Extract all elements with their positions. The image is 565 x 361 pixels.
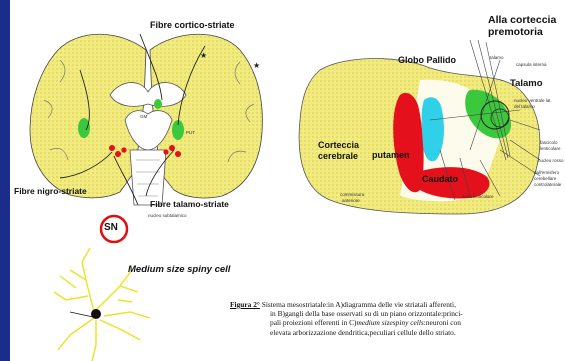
label-nucleo-ventrale-1: nucleo ventrale lat. [514,98,552,103]
label-nucleo-rosso: nucleo rosso [538,158,564,163]
label-commissura-1: commissura [340,192,364,197]
label-premotoria: premotoria [488,26,543,38]
label-fascicolo-1: fascicolo [540,140,558,145]
label-nucleo-ventrale-2: del talamo [514,104,535,109]
caption-line-4: elevata arborizzazione dendritica,peculi… [230,328,530,337]
label-dall-emisfero-3: controlaterale [534,182,561,187]
center-caudate-green [154,99,162,109]
label-fibre-cortico-striate: Fibre cortico-striate [150,20,235,30]
caption-line-3: pali proiezioni efferenti in C)medium si… [230,318,530,327]
label-put: PUT [186,130,195,135]
figure-caption: Figura 2° Sistema mesostriatale:in A)dia… [230,300,530,337]
label-dall-emisfero-2: cerebellare [534,176,556,181]
label-dall-emisfero-1: dall'emisfero [534,170,559,175]
label-capsula-interna: capsula interna [516,62,547,67]
label-fascicolo-2: lenticolare [540,146,561,151]
label-corteccia: Corteccia [318,140,359,150]
label-commissura-2: anteriore [342,198,360,203]
label-alla-corteccia: Alla corteccia [488,14,556,26]
caption-figure-label: Figura 2° [230,300,260,309]
left-caudate-green [78,118,90,138]
label-fibre-talamo-striate: Fibre talamo-striate [150,199,229,209]
label-talamo: Talamo [510,78,543,89]
label-talamo-small: talamo [490,55,504,60]
label-gm: GM [140,114,147,119]
label-ansa-lenticolare: ansa lenticolare [462,194,494,199]
svg-text:★: ★ [253,61,260,70]
label-caudato: Caudato [422,174,458,184]
label-axon: Axon [58,309,69,315]
label-globo-pallido: Globo Pallido [398,55,456,65]
label-medium-spiny-cell: Medium size spiny cell [128,264,230,275]
axon-line [70,312,93,317]
horizontal-section [299,40,540,214]
label-fibre-nigro-striate: Fibre nigro-striate [14,186,87,196]
neuron-soma [91,309,101,319]
label-cerebrale: cerebrale [318,151,358,161]
svg-text:★: ★ [200,51,207,60]
coronal-section: ★ ★ [30,34,262,205]
label-sn: SN [104,222,118,233]
caption-line-2: in B)gangli della base osservati su di u… [230,309,530,318]
caption-line-1: Figura 2° Sistema mesostriatale:in A)dia… [230,300,530,309]
label-putamen: putamen [372,150,410,160]
label-nucleo-subtalamico: nucleo subtalamico [148,213,187,218]
